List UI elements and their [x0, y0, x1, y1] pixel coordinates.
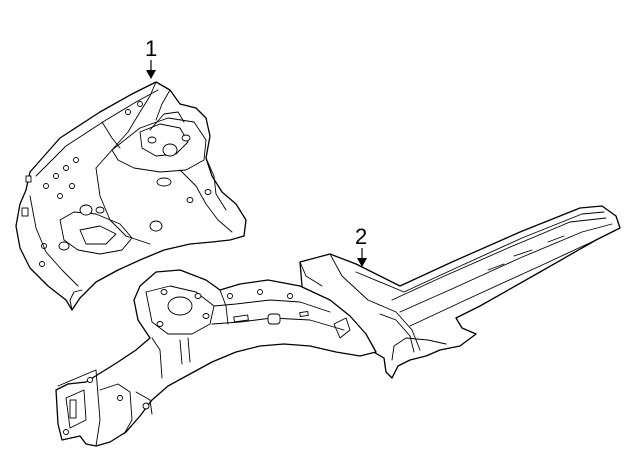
arrowhead-1 — [146, 70, 156, 79]
part-1-apron-assembly — [15, 81, 247, 311]
callout-label-2: 2 — [355, 224, 367, 249]
arrowhead-2 — [357, 258, 367, 267]
callout-label-1: 1 — [145, 36, 157, 61]
callout-1: 1 — [145, 36, 157, 79]
part-2-side-member-assembly — [55, 205, 621, 447]
callout-2: 2 — [355, 224, 367, 267]
